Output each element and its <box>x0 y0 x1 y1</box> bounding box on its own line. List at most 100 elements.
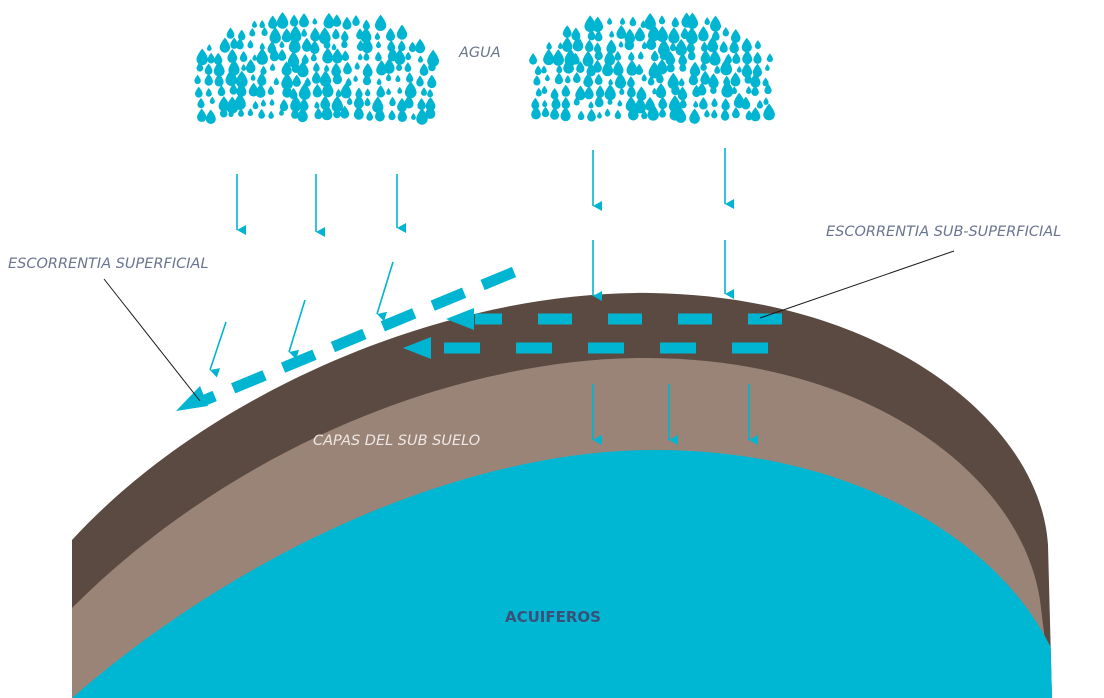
raindrop-icon <box>608 78 613 86</box>
raindrop-icon <box>753 51 762 64</box>
raindrop-icon <box>341 50 350 61</box>
raindrop-icon <box>352 15 360 27</box>
surface-runoff-label: ESCORRENTIA SUPERFICIAL <box>8 256 209 272</box>
raindrop-icon <box>614 51 622 61</box>
raindrop-icon <box>269 98 275 106</box>
raindrop-icon <box>309 40 320 55</box>
raindrop-icon <box>386 88 391 95</box>
raindrop-icon <box>594 30 603 42</box>
raindrop-icon <box>626 59 638 76</box>
raindrop-icon <box>541 106 550 118</box>
raindrop-icon <box>535 87 542 97</box>
raindrop-icon <box>689 108 700 124</box>
raindrop-icon <box>766 53 773 63</box>
surface-runoff-arrow <box>176 266 517 411</box>
raindrop-icon <box>619 17 626 25</box>
raindrop-icon <box>750 107 761 122</box>
raindrop-icon <box>543 49 555 66</box>
raindrop-icon <box>335 88 342 98</box>
subsurface-runoff-label: ESCORRENTIA SUB-SUPERFICIAL <box>826 224 1061 240</box>
raindrop-icon <box>301 28 307 37</box>
raindrop-icon <box>322 47 334 64</box>
raindrop-icon <box>541 65 547 74</box>
raindrop-icon <box>714 65 721 74</box>
raindrop-icon <box>331 43 337 51</box>
raindrop-icon <box>299 13 309 28</box>
raindrop-icon <box>746 86 752 94</box>
raindrop-icon <box>258 109 265 119</box>
raindrop-icon <box>405 51 412 61</box>
raindrop-icon <box>627 84 636 98</box>
raindrop-icon <box>256 47 268 65</box>
raindrop-icon <box>561 84 570 97</box>
raindrop-icon <box>406 72 414 83</box>
raindrop-icon <box>268 15 278 29</box>
raindrop-icon <box>278 49 287 61</box>
raindrop-icon <box>376 85 385 98</box>
raindrop-icon <box>669 42 677 52</box>
raindrop-icon <box>613 60 624 76</box>
raindrop-icon <box>227 48 238 64</box>
raindrop-icon <box>699 97 708 110</box>
raindrop-icon <box>209 96 215 105</box>
raindrop-icon <box>545 74 550 82</box>
raindrop-icon <box>617 99 623 107</box>
raindrop-icon <box>252 20 257 28</box>
raindrop-icon <box>207 52 215 64</box>
raindrop-icon <box>394 48 406 65</box>
raindrop-icon <box>534 65 542 76</box>
raindrop-icon <box>276 12 289 29</box>
raindrop-icon <box>700 49 711 65</box>
raindrop-icon <box>364 97 371 107</box>
raindrop-icon <box>607 17 613 25</box>
raindrop-icon <box>560 106 571 122</box>
raindrop-icon <box>552 49 564 66</box>
raindrop-icon <box>343 61 352 75</box>
raindrop-icon <box>267 85 275 95</box>
raindrop-icon <box>730 28 741 43</box>
arrow-head-icon <box>446 308 474 330</box>
raindrop-icon <box>219 37 231 53</box>
raindrop-icon <box>259 20 265 29</box>
arrow-diagonal-icon <box>209 321 227 378</box>
raindrop-icon <box>754 40 761 49</box>
raindrop-icon <box>386 73 392 82</box>
raindrop-icon <box>588 101 594 109</box>
arrow-diagonal-icon <box>376 261 394 322</box>
raindrop-icon <box>195 86 203 98</box>
raindrop-icon <box>635 63 644 75</box>
raindrop-icon <box>290 14 299 27</box>
raindrop-icon <box>252 100 259 110</box>
raindrops-cloud-icon <box>194 12 439 125</box>
raindrop-icon <box>736 65 742 73</box>
raindrop-icon <box>376 78 382 86</box>
raindrop-icon <box>722 27 729 37</box>
raindrop-icon <box>533 75 541 86</box>
raindrop-icon <box>641 73 647 82</box>
raindrop-icon <box>721 98 730 111</box>
raindrop-icon <box>255 83 266 98</box>
raindrop-icon <box>404 62 412 73</box>
raindrop-icon <box>374 32 381 40</box>
leader-lines <box>103 250 955 402</box>
raindrop-icon <box>312 17 318 25</box>
raindrop-icon <box>656 26 668 43</box>
raindrop-icon <box>634 26 645 42</box>
raindrop-icon <box>558 42 563 50</box>
raindrop-icon <box>686 27 698 45</box>
raindrop-icon <box>310 52 317 62</box>
raindrop-icon <box>658 96 668 110</box>
raindrop-icon <box>204 63 213 75</box>
raindrop-icon <box>273 77 279 86</box>
raindrop-icon <box>700 41 708 52</box>
raindrop-icon <box>731 86 737 95</box>
raindrop-icon <box>763 97 769 105</box>
arrow-head-icon <box>176 386 208 411</box>
raindrop-icon <box>354 62 360 70</box>
arrow-diagonal-icon <box>288 299 306 360</box>
raindrop-icon <box>279 40 285 48</box>
raindrop-icon <box>756 99 763 109</box>
raindrop-icon <box>587 108 596 122</box>
raindrop-icon <box>314 101 320 109</box>
